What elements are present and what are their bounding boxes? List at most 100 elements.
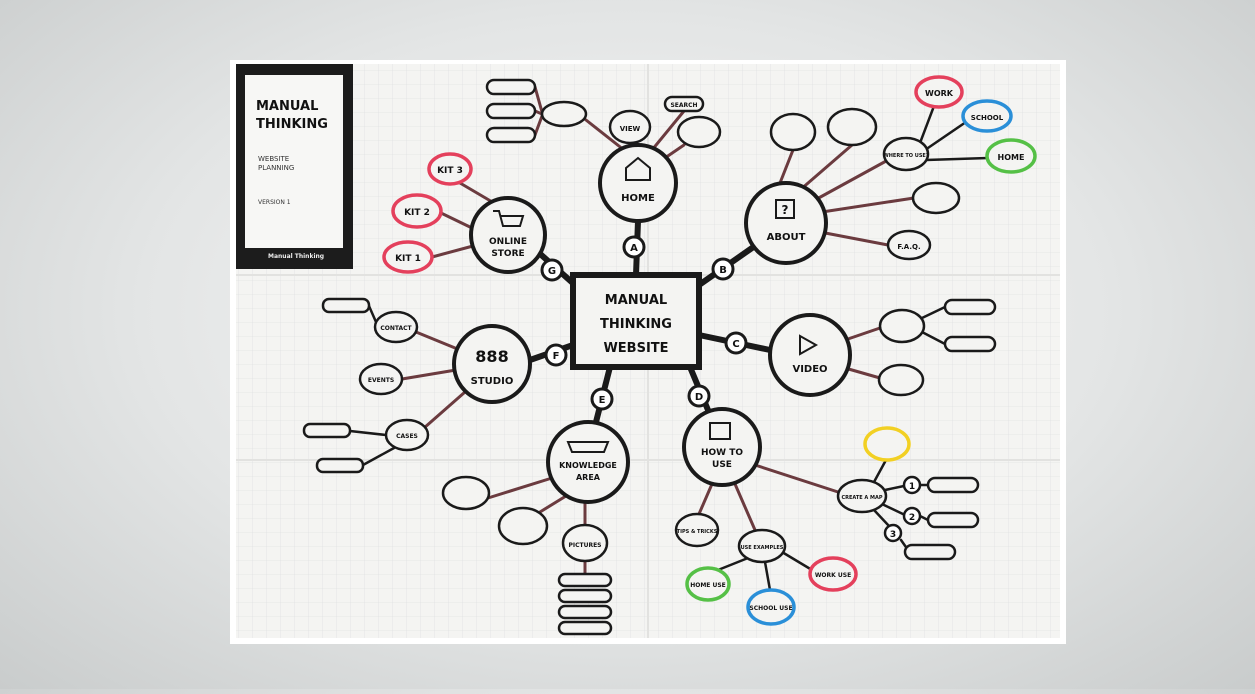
- connector-line: [882, 503, 907, 517]
- pill-studio-2: [302, 422, 352, 439]
- node-tips: TIPS & TRICKS: [674, 512, 720, 548]
- node-kit-1: KIT 1: [382, 240, 434, 274]
- node-how-to-use: HOW TO USE: [682, 407, 762, 487]
- node-events: EVENTS: [358, 362, 404, 396]
- svg-text:C: C: [732, 339, 739, 350]
- step-1: 1: [902, 475, 922, 495]
- legend-subtitle-2: PLANNING: [258, 164, 294, 172]
- step-3: 3: [883, 523, 903, 543]
- center-label-2: THINKING: [600, 317, 672, 332]
- node-about: ? ABOUT: [744, 181, 828, 265]
- how-to-use-label-2: USE: [712, 460, 732, 470]
- node-online-store: ONLINE STORE: [469, 196, 547, 274]
- marker-b: B: [711, 257, 735, 281]
- node-kit-2: KIT 2: [391, 193, 443, 229]
- how-to-use-label-1: HOW TO: [701, 448, 743, 458]
- svg-text:F: F: [553, 351, 560, 362]
- node-knowledge-2: [497, 506, 549, 546]
- connector-line: [843, 366, 882, 380]
- node-about-3: [911, 181, 961, 215]
- svg-text:?: ?: [782, 203, 789, 217]
- node-create-a-map: CREATE A MAP: [836, 478, 888, 514]
- svg-text:F.A.Q.: F.A.Q.: [897, 243, 920, 251]
- pill-stack-2: [557, 588, 613, 604]
- marker-f: F: [544, 343, 568, 367]
- node-work: WORK: [914, 75, 964, 109]
- marker-d: D: [687, 384, 711, 408]
- svg-text:WORK USE: WORK USE: [815, 572, 851, 579]
- step-2: 2: [902, 506, 922, 526]
- connector-line: [348, 429, 388, 437]
- svg-text:USE EXAMPLES: USE EXAMPLES: [741, 545, 784, 551]
- pill-video-2: [943, 335, 997, 353]
- node-about-1: [769, 112, 817, 152]
- svg-text:SCHOOL: SCHOOL: [971, 114, 1004, 122]
- node-home-leaf-1: [676, 115, 722, 149]
- connector-line: [918, 514, 930, 522]
- pill-stack-1: [557, 572, 613, 588]
- studio-icon: 888: [475, 347, 508, 366]
- connector-line: [361, 446, 396, 467]
- svg-text:A: A: [630, 243, 638, 254]
- connector-line: [753, 463, 840, 494]
- node-video-1: [878, 308, 926, 344]
- node-video-2: [877, 363, 925, 397]
- svg-text:KIT 1: KIT 1: [395, 254, 421, 264]
- branch-nodes: HOME ? ABOUT VIDEO HOW TO USE KNOWLEDGE …: [452, 143, 852, 504]
- connector-line: [883, 484, 906, 492]
- play-icon: [799, 334, 819, 356]
- store-label-1: ONLINE: [489, 237, 527, 247]
- legend-brand: Manual Thinking: [268, 253, 324, 260]
- svg-text:KIT 3: KIT 3: [437, 166, 463, 176]
- connector-line: [430, 244, 475, 259]
- node-contact: CONTACT: [373, 310, 419, 344]
- connector-line: [920, 330, 947, 346]
- studio-label: STUDIO: [471, 376, 514, 387]
- legend-block: MANUAL THINKING WEBSITE PLANNING VERSION…: [236, 64, 353, 269]
- connector-line: [918, 104, 936, 145]
- pill-stack-4: [557, 620, 613, 636]
- pill-home-2: [485, 102, 537, 120]
- node-home: HOME: [598, 143, 678, 223]
- connector-line: [697, 482, 714, 516]
- knowledge-label-2: AREA: [576, 473, 601, 482]
- node-studio: 888 STUDIO: [452, 324, 532, 404]
- svg-text:2: 2: [909, 513, 915, 523]
- connector-line: [400, 368, 458, 381]
- connector-line: [538, 494, 568, 514]
- center-label-1: MANUAL: [605, 293, 667, 308]
- marker-g: G: [540, 258, 564, 282]
- pill-studio-1: [321, 297, 371, 314]
- svg-text:CONTACT: CONTACT: [380, 325, 412, 332]
- pill-home-1: [485, 78, 537, 96]
- center-label-3: WEBSITE: [603, 341, 668, 356]
- connector-line: [533, 85, 544, 114]
- connector-line: [439, 211, 474, 230]
- connector-line: [843, 326, 882, 342]
- node-video: VIDEO: [768, 313, 852, 397]
- marker-e: E: [590, 387, 614, 411]
- node-knowledge-area: KNOWLEDGE AREA: [546, 420, 630, 504]
- svg-text:KIT 2: KIT 2: [404, 208, 430, 218]
- pill-step-3: [903, 543, 957, 561]
- node-home-use: HOME USE: [685, 566, 731, 602]
- svg-text:3: 3: [890, 530, 896, 540]
- cart-icon: [493, 210, 525, 227]
- legend-title-1: MANUAL: [256, 99, 318, 114]
- connector-line: [716, 556, 750, 572]
- connector-line: [650, 109, 686, 152]
- pill-video-1: [943, 298, 997, 316]
- node-cases: CASES: [384, 418, 430, 452]
- node-school: SCHOOL: [961, 99, 1013, 133]
- connector-line: [733, 482, 757, 532]
- store-label-2: STORE: [491, 249, 524, 259]
- connector-line: [872, 508, 891, 528]
- node-faq: F.A.Q.: [886, 229, 932, 261]
- pill-home-3: [485, 126, 537, 144]
- node-search: SEARCH: [663, 95, 705, 113]
- node-yellow: [863, 426, 911, 462]
- svg-text:CASES: CASES: [396, 433, 418, 440]
- svg-text:E: E: [599, 395, 606, 406]
- connector-line: [458, 181, 496, 205]
